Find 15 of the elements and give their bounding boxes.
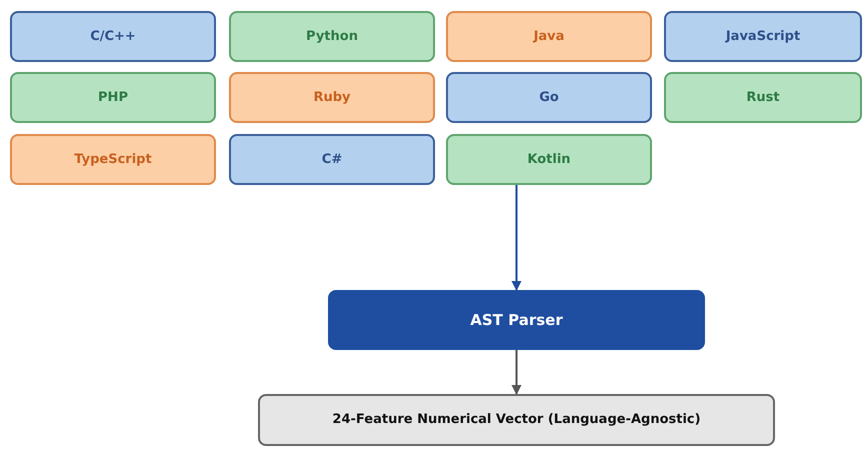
language-box: JavaScript — [664, 11, 862, 62]
arrow — [512, 185, 522, 291]
language-box: PHP — [10, 72, 216, 123]
language-box: Rust — [664, 72, 862, 123]
language-box: Ruby — [229, 72, 435, 123]
parser-box: AST Parser — [328, 290, 705, 350]
language-box: Python — [229, 11, 435, 62]
arrow — [512, 350, 522, 395]
language-box: Kotlin — [446, 134, 652, 185]
output-box: 24-Feature Numerical Vector (Language-Agnostic) — [258, 394, 775, 446]
language-box: C# — [229, 134, 435, 185]
language-box: C/C++ — [10, 11, 216, 62]
language-box: Go — [446, 72, 652, 123]
language-box: Java — [446, 11, 652, 62]
language-box: TypeScript — [10, 134, 216, 185]
